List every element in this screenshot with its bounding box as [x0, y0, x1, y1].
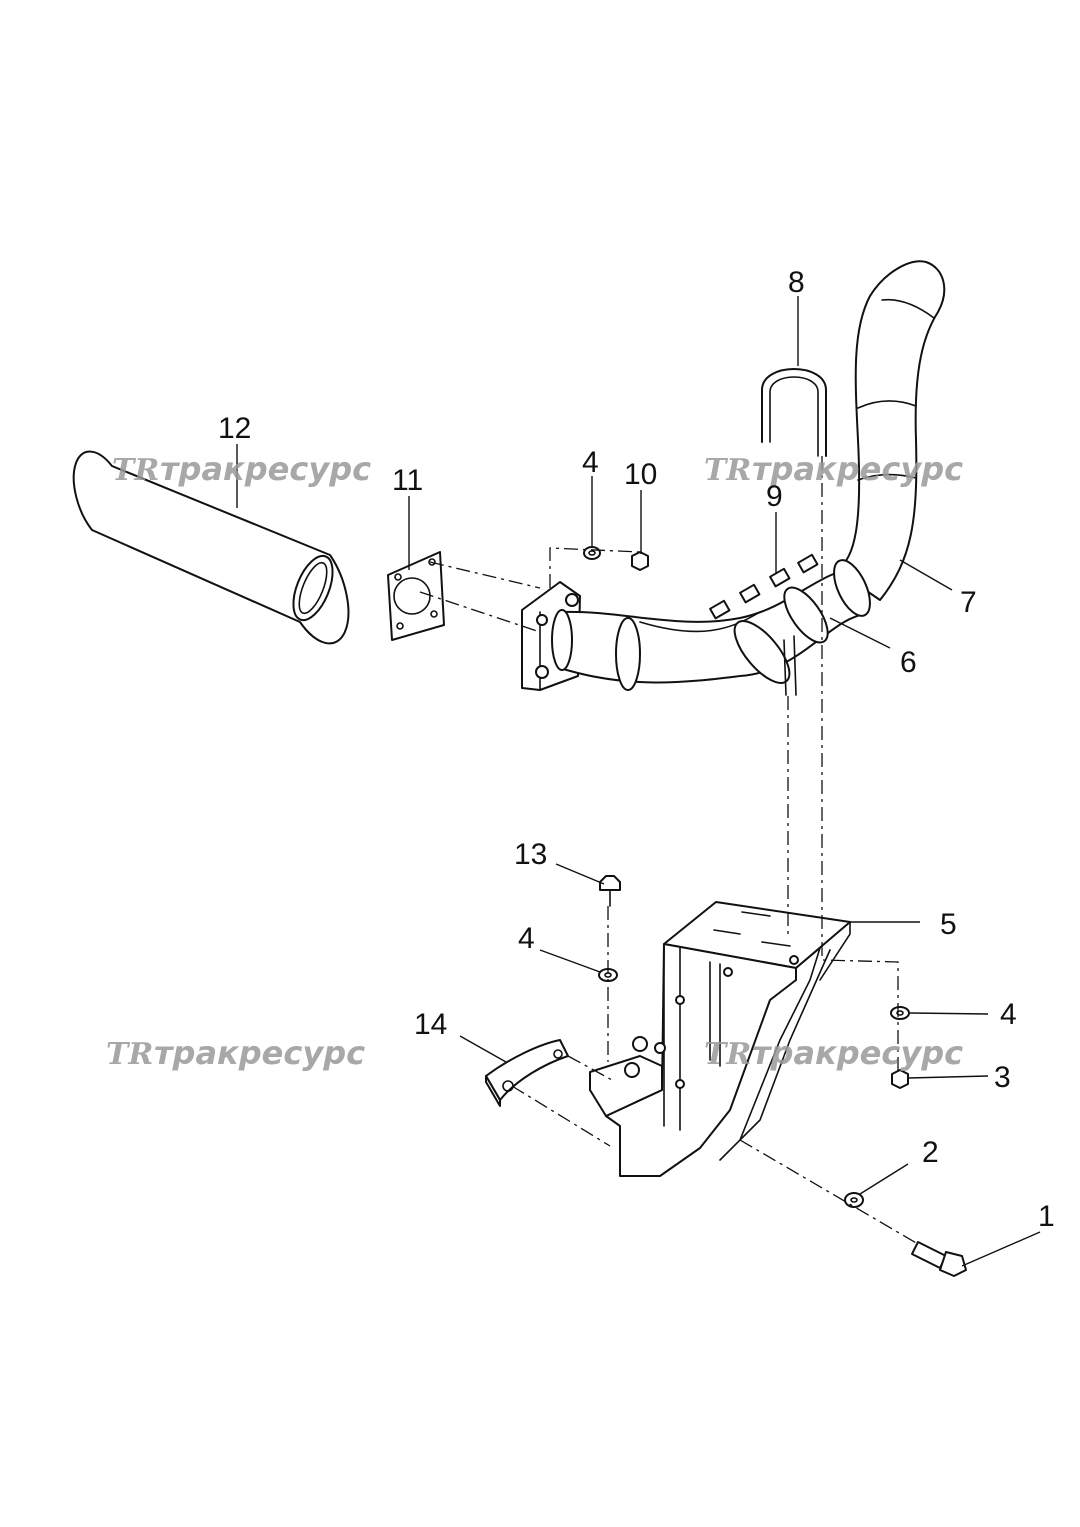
callout-11: 11: [392, 464, 423, 497]
watermark-1: TR тракресурс: [112, 450, 371, 488]
callout-9: 9: [766, 480, 783, 513]
part-13-bolt[interactable]: [599, 875, 621, 907]
callout-3: 3: [994, 1061, 1011, 1094]
callout-7: 7: [960, 586, 977, 619]
callout-14: 14: [414, 1008, 447, 1041]
part-1-bolt[interactable]: [911, 1241, 967, 1277]
watermark-logo: TR: [704, 1037, 751, 1072]
callout-10: 10: [624, 458, 657, 491]
part-4-washer-right[interactable]: [890, 1006, 910, 1020]
part-8-u-bolt[interactable]: [761, 368, 827, 457]
watermark-4: TR тракресурс: [704, 1034, 963, 1072]
assembly-lines: [419, 456, 919, 1245]
part-7-exhaust-stack[interactable]: [827, 260, 946, 621]
callout-2: 2: [922, 1136, 939, 1169]
callout-8: 8: [788, 266, 805, 299]
watermark-3: TR тракресурс: [106, 1034, 365, 1072]
watermark-logo: TR: [106, 1037, 153, 1072]
part-5-bracket[interactable]: [589, 901, 851, 1177]
part-11-gasket[interactable]: [387, 551, 445, 641]
leader-lines: [236, 296, 1041, 1267]
part-14-spacer[interactable]: [485, 1039, 569, 1107]
callout-4-top: 4: [582, 446, 599, 479]
watermark-text: тракресурс: [160, 450, 371, 488]
part-6-bent-pipe[interactable]: [551, 567, 867, 696]
watermark-2: TR тракресурс: [704, 450, 963, 488]
callout-6: 6: [900, 646, 917, 679]
callout-1: 1: [1038, 1200, 1055, 1233]
callout-4-right: 4: [1000, 998, 1017, 1031]
callout-5: 5: [940, 908, 957, 941]
callout-13: 13: [514, 838, 547, 871]
part-9-clamps[interactable]: [709, 553, 819, 620]
part-3-nut[interactable]: [891, 1069, 909, 1089]
part-12-pipe[interactable]: [72, 450, 350, 645]
callout-12: 12: [218, 412, 251, 445]
watermark-text: тракресурс: [752, 450, 963, 488]
part-2-washer[interactable]: [844, 1192, 864, 1208]
part-10-nut[interactable]: [631, 551, 649, 571]
watermark-logo: TR: [112, 453, 159, 488]
callout-4-mid: 4: [518, 922, 535, 955]
watermark-text: тракресурс: [752, 1034, 963, 1072]
watermark-logo: TR: [704, 453, 751, 488]
part-4-washer-top[interactable]: [583, 546, 601, 560]
callout-labels: 1 2 3 4 4 4 5 6 7 8 9 10 11 12 13 14: [218, 266, 1055, 1233]
watermark-text: тракресурс: [154, 1034, 365, 1072]
